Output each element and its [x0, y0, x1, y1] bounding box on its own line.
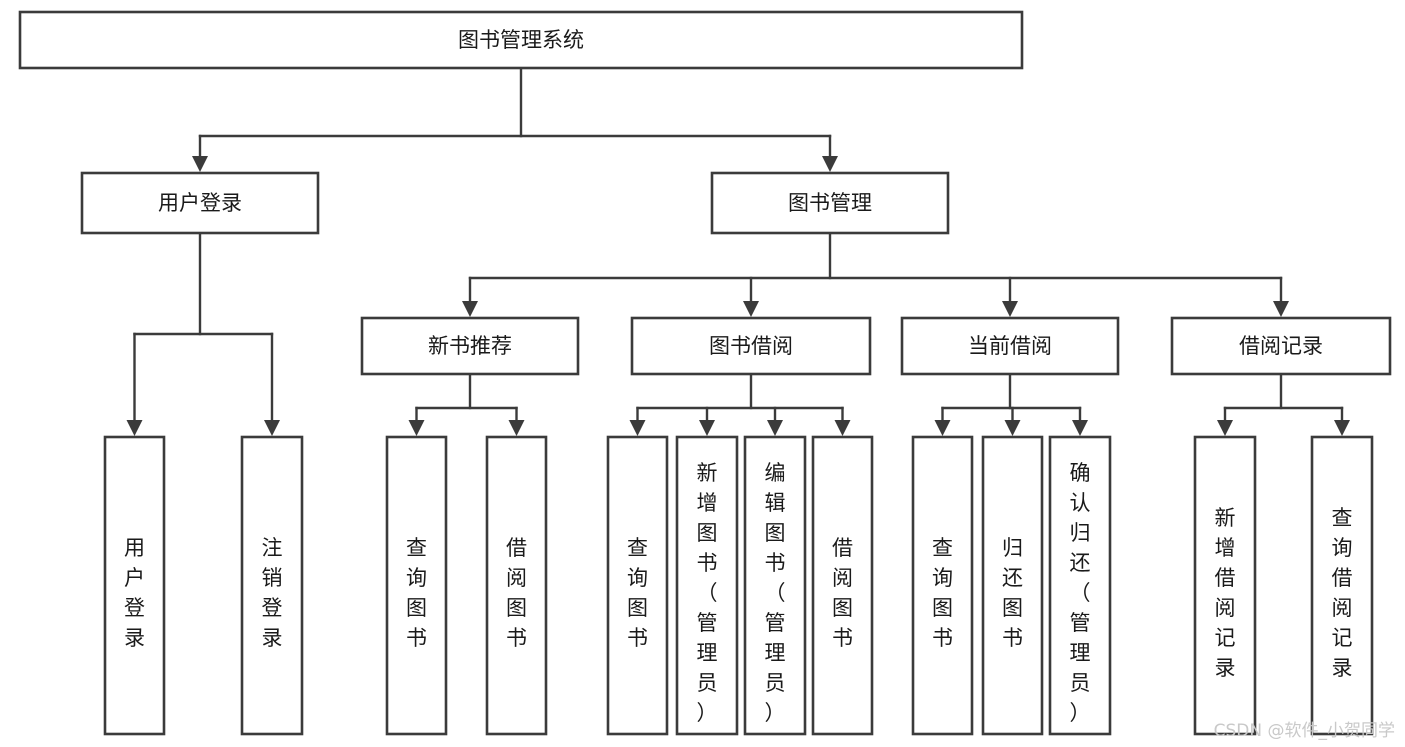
arrow-head-icon-leaf-query-book-1 — [408, 420, 425, 436]
node-label-leaf-return-book: 归还图书 — [1002, 536, 1023, 650]
arrow-head-icon-book-borrow — [743, 301, 759, 317]
arrow-head-icon-leaf-user-login — [126, 420, 143, 436]
node-current-borrow[interactable]: 当前借阅 — [900, 316, 1120, 376]
node-box-leaf-query-record — [1310, 435, 1374, 736]
arrow-head-icon-leaf-query-book-3 — [934, 420, 951, 436]
node-leaf-add-book[interactable]: 新增图书（管理员） — [675, 435, 739, 736]
node-label-leaf-add-book: 新增图书（管理员） — [697, 461, 718, 725]
node-leaf-edit-book[interactable]: 编辑图书（管理员） — [743, 435, 807, 736]
node-new-book-rec[interactable]: 新书推荐 — [360, 316, 580, 376]
node-label-borrow-record: 借阅记录 — [1239, 334, 1323, 358]
node-box-borrow-record — [1170, 316, 1392, 376]
node-label-leaf-logout: 注销登录 — [262, 536, 283, 650]
arrow-head-icon-borrow-record — [1273, 301, 1289, 317]
arrow-head-icon-current-borrow — [1002, 301, 1018, 317]
csdn-watermark: CSDN @软件_小贺同学 — [1213, 721, 1395, 741]
node-book-manage[interactable]: 图书管理 — [710, 171, 950, 235]
node-leaf-borrow-book-1[interactable]: 借阅图书 — [485, 435, 548, 736]
arrow-head-icon-leaf-confirm-return — [1072, 420, 1088, 436]
node-label-user-login: 用户登录 — [158, 191, 242, 215]
node-label-leaf-query-book-1: 查询图书 — [406, 536, 427, 650]
node-box-leaf-query-book-1 — [385, 435, 448, 736]
node-label-leaf-query-book-3: 查询图书 — [932, 536, 953, 650]
node-user-login[interactable]: 用户登录 — [80, 171, 320, 235]
node-box-leaf-logout — [240, 435, 304, 736]
node-box-leaf-borrow-book-2 — [811, 435, 874, 736]
node-label-root: 图书管理系统 — [458, 28, 584, 52]
arrow-head-icon-leaf-borrow-book-2 — [834, 420, 851, 436]
node-label-leaf-borrow-book-1: 借阅图书 — [506, 536, 527, 650]
node-box-new-book-rec — [360, 316, 580, 376]
node-box-current-borrow — [900, 316, 1120, 376]
node-root[interactable]: 图书管理系统 — [18, 10, 1024, 70]
node-label-leaf-edit-book: 编辑图书（管理员） — [765, 461, 786, 725]
arrow-head-icon-leaf-logout — [264, 420, 280, 436]
arrow-head-icon-new-book-rec — [462, 301, 478, 317]
node-label-leaf-confirm-return: 确认归还（管理员） — [1070, 461, 1091, 725]
node-label-leaf-borrow-book-2: 借阅图书 — [832, 536, 853, 650]
node-label-leaf-user-login: 用户登录 — [124, 536, 145, 650]
node-label-leaf-add-record: 新增借阅记录 — [1215, 506, 1236, 680]
node-box-leaf-return-book — [981, 435, 1044, 736]
node-leaf-return-book[interactable]: 归还图书 — [981, 435, 1044, 736]
arrow-head-icon-leaf-edit-book — [767, 420, 783, 436]
node-leaf-logout[interactable]: 注销登录 — [240, 435, 304, 736]
node-box-book-manage — [710, 171, 950, 235]
node-box-leaf-borrow-book-1 — [485, 435, 548, 736]
node-leaf-query-record[interactable]: 查询借阅记录 — [1310, 435, 1374, 736]
arrow-head-icon-book-manage — [822, 156, 838, 172]
node-box-leaf-query-book-2 — [606, 435, 669, 736]
node-label-current-borrow: 当前借阅 — [968, 334, 1052, 358]
node-label-new-book-rec: 新书推荐 — [428, 334, 512, 358]
node-leaf-query-book-2[interactable]: 查询图书 — [606, 435, 669, 736]
node-label-book-manage: 图书管理 — [788, 191, 872, 215]
node-leaf-query-book-1[interactable]: 查询图书 — [385, 435, 448, 736]
node-box-user-login — [80, 171, 320, 235]
arrow-head-icon-user-login — [192, 156, 208, 172]
arrow-head-icon-leaf-query-record — [1334, 420, 1350, 436]
node-box-book-borrow — [630, 316, 872, 376]
node-box-root — [18, 10, 1024, 70]
node-label-leaf-query-book-2: 查询图书 — [627, 536, 648, 650]
arrow-head-icon-leaf-add-record — [1217, 420, 1233, 436]
node-label-book-borrow: 图书借阅 — [709, 334, 793, 358]
arrow-head-icon-leaf-borrow-book-1 — [508, 420, 525, 436]
node-box-leaf-query-book-3 — [911, 435, 974, 736]
node-box-leaf-user-login — [103, 435, 166, 736]
node-book-borrow[interactable]: 图书借阅 — [630, 316, 872, 376]
node-leaf-add-record[interactable]: 新增借阅记录 — [1193, 435, 1257, 736]
node-leaf-confirm-return[interactable]: 确认归还（管理员） — [1048, 435, 1112, 736]
arrow-head-icon-leaf-add-book — [699, 420, 715, 436]
connector-layer — [126, 66, 1350, 436]
node-box-leaf-confirm-return — [1048, 435, 1112, 736]
node-leaf-query-book-3[interactable]: 查询图书 — [911, 435, 974, 736]
arrow-head-icon-leaf-return-book — [1004, 420, 1021, 436]
arrow-head-icon-leaf-query-book-2 — [629, 420, 646, 436]
node-leaf-borrow-book-2[interactable]: 借阅图书 — [811, 435, 874, 736]
node-borrow-record[interactable]: 借阅记录 — [1170, 316, 1392, 376]
node-box-leaf-add-record — [1193, 435, 1257, 736]
node-box-leaf-edit-book — [743, 435, 807, 736]
node-label-leaf-query-record: 查询借阅记录 — [1332, 506, 1353, 680]
node-box-leaf-add-book — [675, 435, 739, 736]
node-leaf-user-login[interactable]: 用户登录 — [103, 435, 166, 736]
node-layer: 图书管理系统用户登录图书管理新书推荐图书借阅当前借阅借阅记录用户登录注销登录查询… — [18, 10, 1392, 736]
